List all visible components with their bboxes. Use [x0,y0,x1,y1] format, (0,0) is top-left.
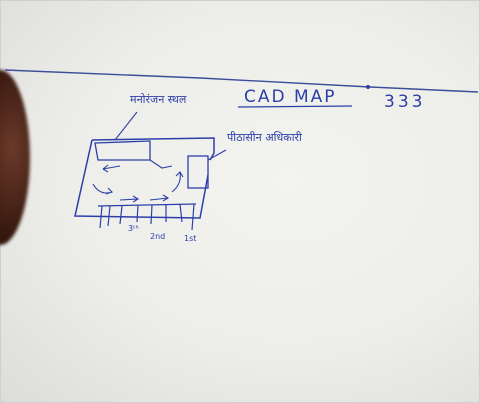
flow-line [149,159,173,169]
label-recreation-area: मनोरंजन स्थल [130,93,187,106]
label-leader-line [114,111,138,141]
room-top-wall [91,137,215,161]
arrow-right-icon [149,194,170,202]
arrow-right-icon [119,195,140,203]
arrow-up-curve-icon [171,171,184,193]
officer-box [187,155,209,189]
stage-box [94,140,151,161]
tick-label-1st: 1st [184,234,197,243]
table-line [97,203,197,207]
title-underline [237,105,353,108]
page-title: CAD MAP [244,87,337,107]
page-number: 333 [384,92,426,112]
officer-leader-line [207,149,227,161]
arrow-curve-icon [92,183,114,195]
table-dividers [99,203,195,231]
arrow-left-icon [102,164,121,173]
tick-label-3rd: 3ᵗʰ [128,224,139,233]
ink-dot [366,85,370,89]
tick-label-2nd: 2nd [150,232,166,241]
label-presiding-officer: पीठासीन अधिकारी [227,131,302,144]
paper-fold-line [4,69,479,93]
